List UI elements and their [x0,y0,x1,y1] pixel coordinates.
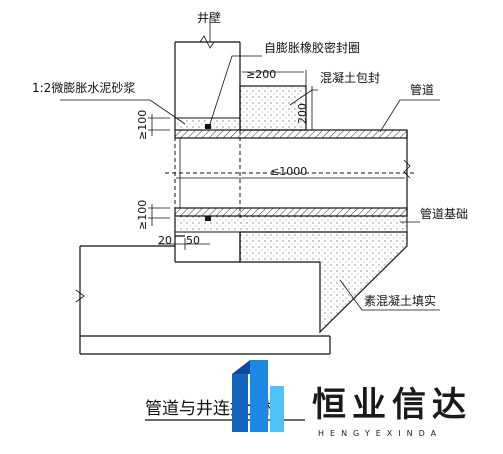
dimension-lines [148,71,405,250]
dim-offset-a: 20 [158,234,172,247]
label-pipe-foundation: 管道基础 [420,206,468,221]
dim-mortar-bottom: ≥100 [136,200,149,230]
pipe-foundation-band [174,215,408,233]
plain-concrete-fill [239,231,408,334]
brand-pinyin: HENGYEXINDA [318,429,442,438]
dim-mortar-top: ≥100 [136,110,149,140]
brand-name: 恒业信达 [312,385,472,425]
dim-offset-b: 50 [186,234,200,247]
dim-wrap-height: 200 [296,103,309,124]
label-seal-ring: 自膨胀橡胶密封圈 [264,40,360,55]
label-pipe: 管道 [410,82,434,97]
seal-ring-top [205,124,211,129]
dim-top-width: ≥200 [246,68,276,81]
brand-logo-icon [232,360,284,432]
label-concrete-wrap: 混凝土包封 [320,70,380,85]
dim-pipe-length: ≤1000 [270,165,307,178]
label-well-wall: 井壁 [197,10,221,25]
label-plain-concrete: 素混凝土填实 [364,293,436,308]
well-base [75,232,331,355]
label-mortar: 1:2微膨胀水泥砂浆 [32,80,135,95]
